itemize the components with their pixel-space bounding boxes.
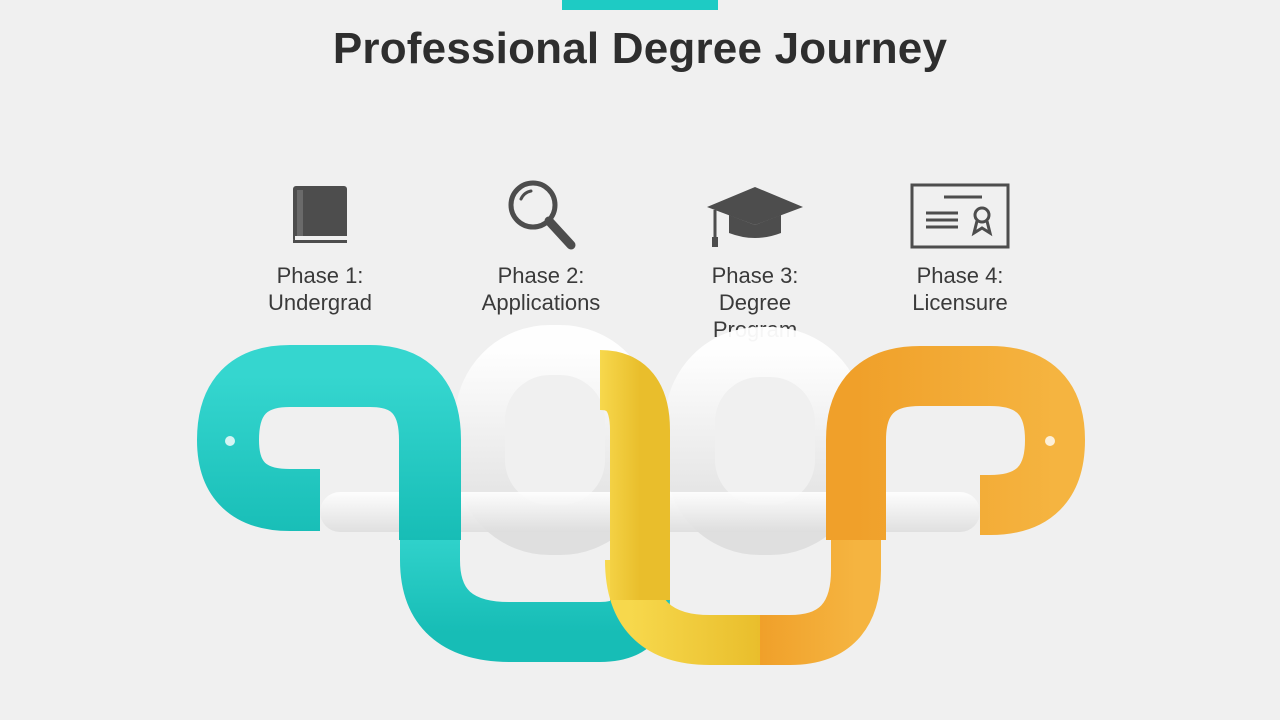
- phase-4-line1: Phase 4:: [916, 263, 1004, 288]
- chain-link-teal-left: [196, 345, 461, 540]
- phase-1: Phase 1: Undergrad: [210, 170, 430, 316]
- certificate-icon: [850, 170, 1070, 260]
- phase-3: Phase 3: Degree Program: [645, 170, 865, 343]
- phase-1-line2: Undergrad: [268, 290, 372, 315]
- phase-2-line2: Applications: [481, 290, 601, 315]
- phase-1-line1: Phase 1:: [276, 263, 364, 288]
- graduation-cap-icon: [645, 170, 865, 260]
- book-icon: [210, 170, 430, 260]
- top-accent-bar: [562, 0, 718, 10]
- magnifying-glass-icon: [431, 170, 651, 260]
- phase-3-line2: Degree: [718, 290, 792, 315]
- phase-2: Phase 2: Applications: [431, 170, 651, 316]
- phase-4-line2: Licensure: [912, 290, 1008, 315]
- phase-2-line1: Phase 2:: [497, 263, 585, 288]
- page-title: Professional Degree Journey: [332, 24, 948, 73]
- phase-3-line1: Phase 3:: [711, 263, 799, 288]
- phase-4: Phase 4: Licensure: [850, 170, 1070, 316]
- chain-link-orange-bottom: [760, 520, 881, 665]
- chain-link-orange-right: [826, 346, 1086, 540]
- chain-link-yellow-center: [598, 350, 670, 600]
